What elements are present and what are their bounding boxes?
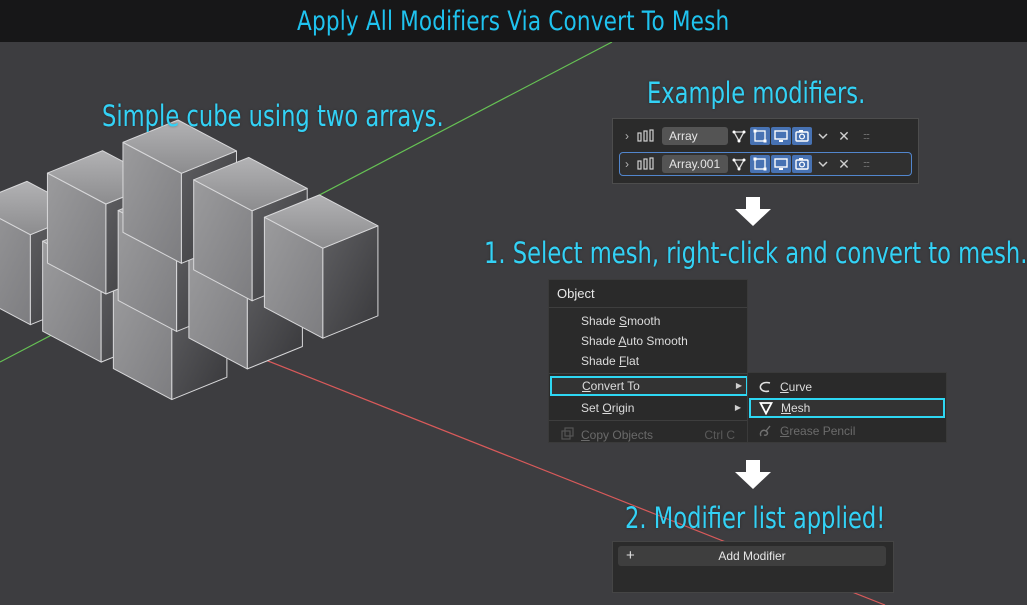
chevron-right-icon[interactable]: › <box>625 129 629 143</box>
down-arrow-icon <box>735 197 771 226</box>
drag-handle-icon[interactable]: :::: <box>863 131 870 141</box>
menu-item-shade-flat[interactable]: Shade Flat <box>581 354 640 368</box>
plus-icon: + <box>626 547 635 564</box>
cube-face-top <box>193 156 308 212</box>
menu-item-set-origin[interactable]: Set Origin ▶ <box>549 398 747 418</box>
page-title: Apply All Modifiers Via Convert To Mesh <box>297 5 730 37</box>
on-cage-icon[interactable] <box>750 127 770 145</box>
submenu-arrow-icon: ▶ <box>735 381 742 390</box>
submenu-arrow-icon: ▶ <box>734 403 741 412</box>
realtime-icon[interactable] <box>771 127 791 145</box>
menu-divider <box>549 307 747 308</box>
cube-caption: Simple cube using two arrays. <box>102 99 444 133</box>
chevron-down-icon[interactable] <box>813 155 833 173</box>
drag-handle-icon[interactable]: :::: <box>863 159 870 169</box>
step2-caption: 2. Modifier list applied! <box>625 501 886 535</box>
modifier-row-array-001[interactable]: › Array.001 ✕ :::: <box>619 152 912 176</box>
menu-item-convert-to[interactable]: Convert To ▶ <box>550 376 747 396</box>
edit-mode-icon[interactable] <box>729 127 749 145</box>
add-modifier-label: Add Modifier <box>718 549 786 563</box>
close-icon[interactable]: ✕ <box>838 155 850 172</box>
submenu-item-mesh[interactable]: Mesh <box>749 398 945 418</box>
shortcut-label: Ctrl C <box>704 428 735 442</box>
copy-icon <box>561 427 574 440</box>
chevron-down-icon[interactable] <box>813 127 833 145</box>
modifier-name-field[interactable]: Array.001 <box>662 155 728 173</box>
realtime-icon[interactable] <box>771 155 791 173</box>
step1-caption: 1. Select mesh, right-click and convert … <box>484 236 1027 270</box>
array-modifier-icon <box>637 157 654 170</box>
modifiers-caption: Example modifiers. <box>647 76 866 110</box>
submenu-item-curve[interactable]: Curve <box>748 377 944 397</box>
curve-icon <box>759 381 771 393</box>
object-context-menu: Object Shade Smooth Shade Auto Smooth Sh… <box>548 279 748 443</box>
cube-face-top <box>263 194 379 249</box>
modifier-stack-panel: › Array ✕ :::: › Array.001 <box>612 118 919 184</box>
render-icon[interactable] <box>792 127 812 145</box>
on-cage-icon[interactable] <box>750 155 770 173</box>
mesh-icon <box>759 402 773 415</box>
close-icon[interactable]: ✕ <box>838 127 850 144</box>
menu-item-shade-auto-smooth[interactable]: Shade Auto Smooth <box>581 334 688 348</box>
menu-title: Object <box>557 286 595 301</box>
render-icon[interactable] <box>792 155 812 173</box>
modifier-name-field[interactable]: Array <box>662 127 728 145</box>
menu-item-copy-objects[interactable]: Copy Objects Ctrl C <box>549 425 747 442</box>
convert-to-submenu: Curve Mesh Grease Pencil <box>747 372 947 443</box>
modifier-panel-empty: + Add Modifier <box>612 541 894 593</box>
chevron-right-icon[interactable]: › <box>625 157 629 171</box>
menu-divider <box>549 373 747 374</box>
down-arrow-icon <box>735 460 771 489</box>
title-bar: Apply All Modifiers Via Convert To Mesh <box>0 0 1027 42</box>
modifier-row-array[interactable]: › Array ✕ :::: <box>620 125 911 147</box>
cube-array-mesh[interactable] <box>0 119 379 401</box>
array-modifier-icon <box>637 129 654 142</box>
menu-divider <box>549 420 747 421</box>
submenu-item-grease-pencil[interactable]: Grease Pencil <box>748 421 944 441</box>
edit-mode-icon[interactable] <box>729 155 749 173</box>
add-modifier-button[interactable]: + Add Modifier <box>618 546 886 566</box>
grease-pencil-icon <box>759 425 771 437</box>
cube-face-top <box>122 119 237 174</box>
menu-item-shade-smooth[interactable]: Shade Smooth <box>581 314 661 328</box>
